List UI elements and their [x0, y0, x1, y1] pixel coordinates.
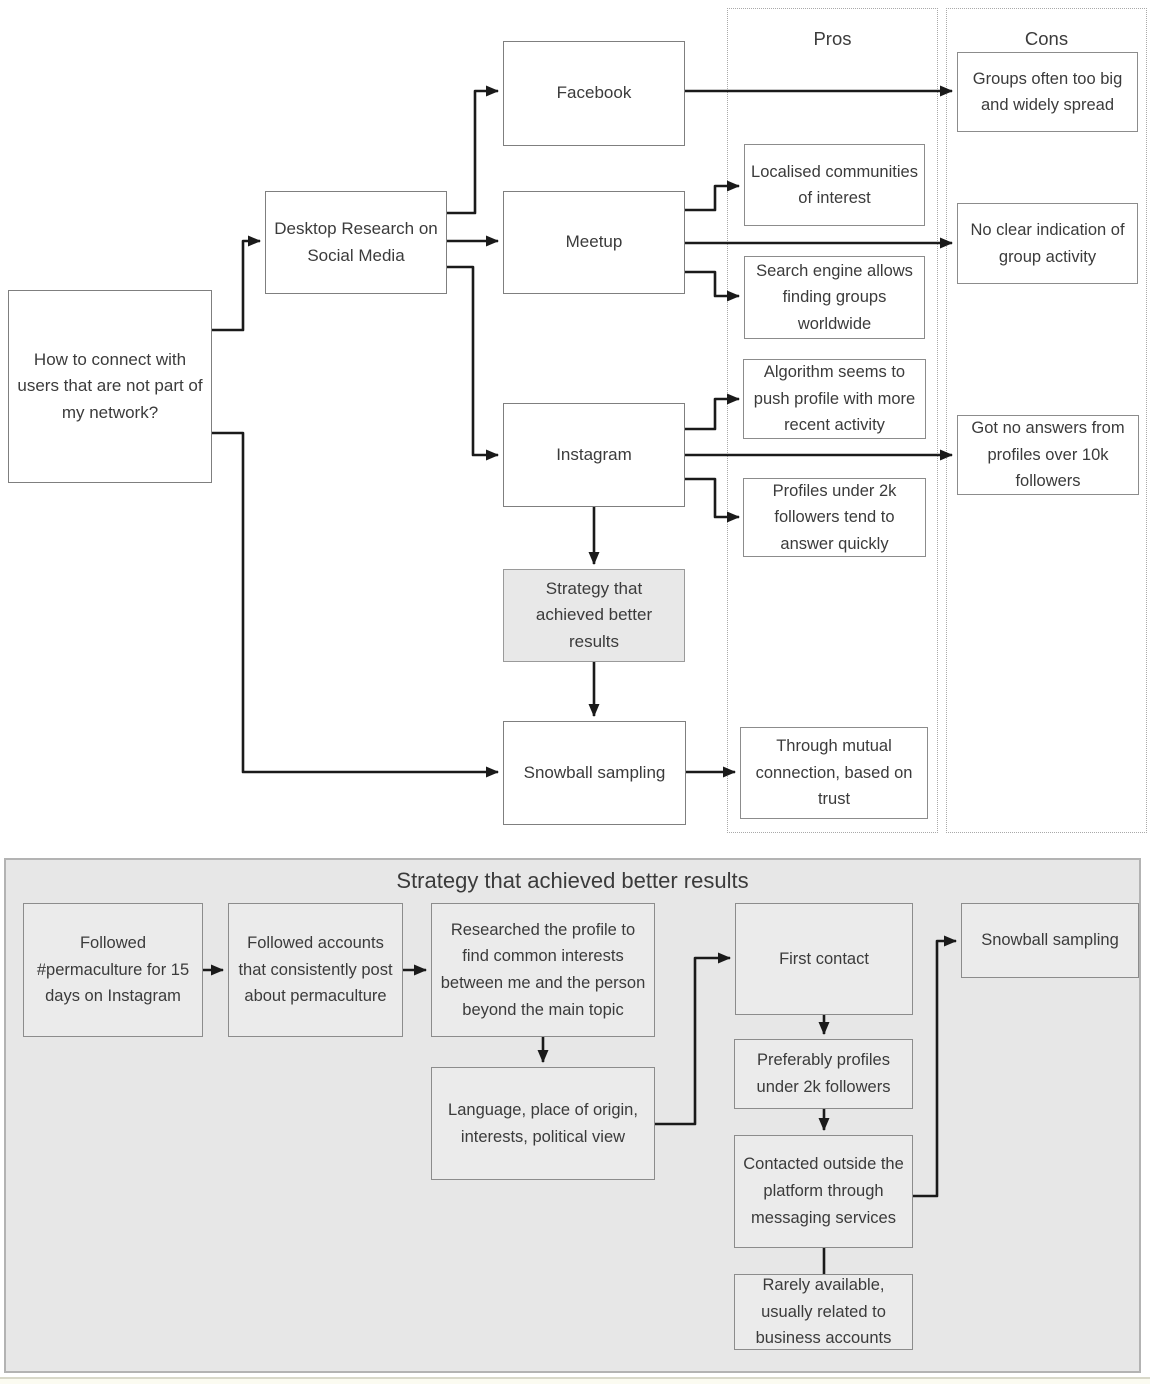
con-groups-too-big: Groups often too big and widely spread	[957, 52, 1138, 132]
bottom-strip	[0, 1379, 1150, 1384]
pro-localised-communities: Localised communities of interest	[744, 144, 925, 226]
strategy-panel-title: Strategy that achieved better results	[396, 868, 749, 893]
con-no-answers: Got no answers from profiles over 10k fo…	[957, 415, 1139, 495]
pro-search-engine: Search engine allows finding groups worl…	[744, 256, 925, 339]
step-rarely-available: Rarely available, usually related to bus…	[734, 1274, 913, 1350]
pro-mutual-connection: Through mutual connection, based on trus…	[740, 727, 928, 819]
node-strategy: Strategy that achieved better results	[503, 569, 685, 662]
node-meetup: Meetup	[503, 191, 685, 294]
pros-header: Pros	[813, 28, 852, 49]
pro-algorithm: Algorithm seems to push profile with mor…	[743, 359, 926, 439]
con-no-activity: No clear indication of group activity	[957, 203, 1138, 284]
cons-column	[946, 8, 1147, 833]
arrow-question-to-desktop	[212, 235, 261, 332]
step-contacted-outside: Contacted outside the platform through m…	[734, 1135, 913, 1248]
cons-header: Cons	[1024, 28, 1069, 49]
node-desktop-research: Desktop Research on Social Media	[265, 191, 447, 294]
step-followed-accounts: Followed accounts that consistently post…	[228, 903, 403, 1037]
node-snowball: Snowball sampling	[503, 721, 686, 825]
step-preferably-under-2k: Preferably profiles under 2k followers	[734, 1039, 913, 1109]
step-first-contact: First contact	[735, 903, 913, 1015]
step-researched-profile: Researched the profile to find common in…	[431, 903, 655, 1037]
step-snowball-sampling: Snowball sampling	[961, 903, 1139, 978]
arrow-desktop-to-instagram	[447, 265, 499, 461]
arrow-question-to-snowball	[212, 431, 499, 778]
step-criteria: Language, place of origin, interests, po…	[431, 1067, 655, 1180]
node-question: How to connect with users that are not p…	[8, 290, 212, 483]
arrow-desktop-to-facebook	[447, 85, 499, 215]
node-instagram: Instagram	[503, 403, 685, 507]
bottom-divider-line	[0, 1377, 1150, 1379]
pro-under-2k: Profiles under 2k followers tend to answ…	[743, 478, 926, 557]
step-followed-hashtag: Followed #permaculture for 15 days on In…	[23, 903, 203, 1037]
node-facebook: Facebook	[503, 41, 685, 146]
